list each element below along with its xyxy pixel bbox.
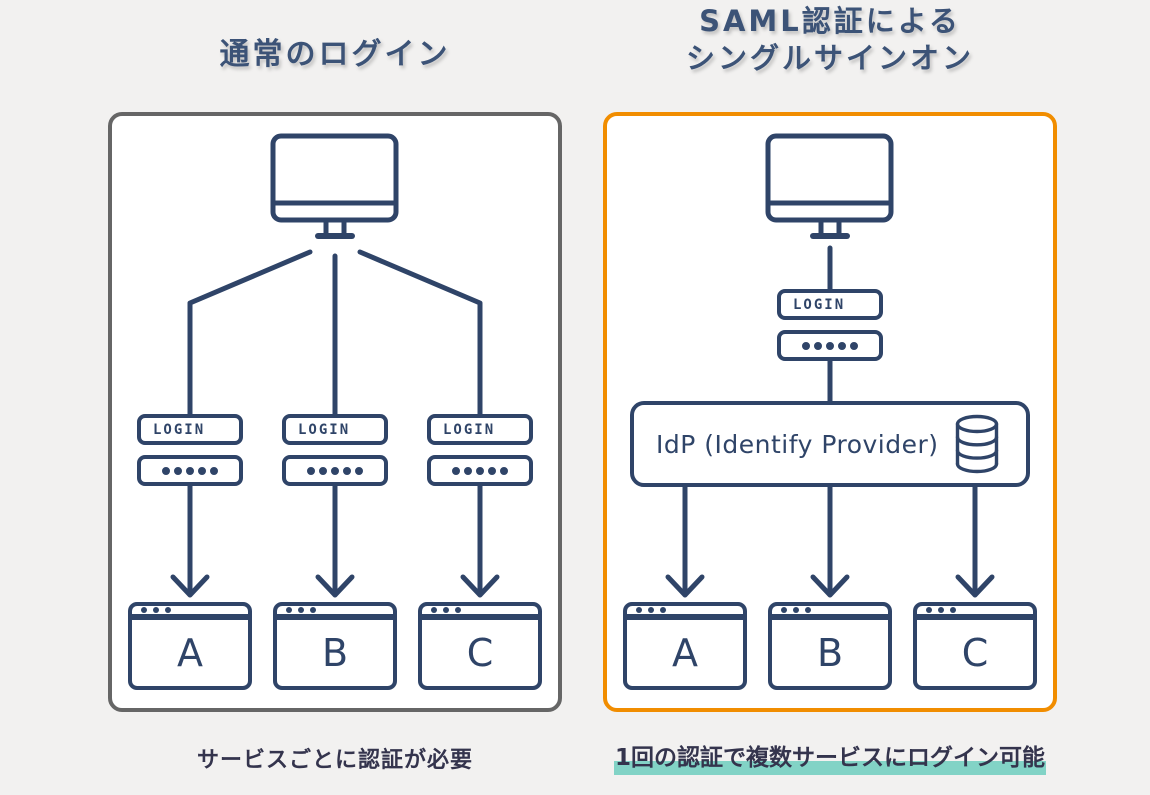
password-dot-icon (464, 466, 472, 475)
right-panel-title: SAML認証による シングルサインオン (603, 3, 1057, 77)
monitor-icon (765, 133, 894, 239)
password-dot-icon (838, 341, 846, 350)
password-dot-icon (500, 466, 508, 475)
arrow-to-service (170, 483, 500, 598)
password-dot-icon (307, 466, 315, 475)
service-letter: B (816, 631, 844, 675)
password-dot-icon (210, 466, 218, 475)
window-dot-icon (793, 607, 799, 613)
fan-connector-lines (187, 249, 483, 417)
password-box (282, 455, 388, 486)
idp-box: IdP (Identify Provider) (630, 401, 1030, 487)
password-dot-icon (802, 341, 810, 350)
right-caption: 1回の認証で複数サービスにログイン可能 (591, 738, 1069, 775)
window-dot-icon (660, 607, 666, 613)
password-dot-icon (186, 466, 194, 475)
right-panel-title-line1: SAML認証による (699, 4, 961, 38)
window-dot-icon (286, 607, 292, 613)
window-title-bar (917, 606, 1033, 620)
idp-label: IdP (Identify Provider) (656, 429, 939, 459)
service-letter: B (321, 631, 349, 675)
password-box (427, 455, 533, 486)
right-caption-highlight: 1回の認証で複数サービスにログイン可能 (613, 745, 1046, 775)
password-dot-icon (319, 466, 327, 475)
window-dot-icon (310, 607, 316, 613)
window-dot-icon (805, 607, 811, 613)
service-window-a: A (128, 602, 252, 690)
right-panel-title-line2: シングルサインオン (685, 41, 974, 75)
password-dot-icon (476, 466, 484, 475)
window-title-bar (422, 606, 538, 620)
password-dot-icon (488, 466, 496, 475)
password-dot-icon (343, 466, 351, 475)
window-dot-icon (298, 607, 304, 613)
window-dot-icon (431, 607, 437, 613)
service-letter: C (961, 631, 989, 675)
password-dot-icon (162, 466, 170, 475)
password-dot-icon (826, 341, 834, 350)
login-label: LOGIN (153, 421, 206, 438)
window-dot-icon (648, 607, 654, 613)
password-dot-icon (198, 466, 206, 475)
monitor-icon (270, 133, 399, 239)
service-window-b: B (273, 602, 397, 690)
window-dot-icon (165, 607, 171, 613)
service-letter: A (672, 631, 698, 675)
password-box (137, 455, 243, 486)
login-box: LOGIN (282, 414, 388, 445)
password-box (777, 330, 883, 361)
login-label: LOGIN (443, 421, 496, 438)
database-icon (955, 414, 999, 474)
window-dot-icon (781, 607, 787, 613)
window-title-bar (772, 606, 888, 620)
login-box: LOGIN (427, 414, 533, 445)
service-letter: A (177, 631, 203, 675)
password-dot-icon (174, 466, 182, 475)
window-dot-icon (153, 607, 159, 613)
service-letter: C (466, 631, 494, 675)
left-caption: サービスごとに認証が必要 (196, 748, 473, 773)
left-panel-title: 通常のログイン (219, 37, 451, 72)
window-title-bar (277, 606, 393, 620)
password-dot-icon (814, 341, 822, 350)
window-dot-icon (636, 607, 642, 613)
service-window-c: C (418, 602, 542, 690)
window-dot-icon (950, 607, 956, 613)
window-dot-icon (455, 607, 461, 613)
window-dot-icon (926, 607, 932, 613)
login-label: LOGIN (298, 421, 351, 438)
window-title-bar (627, 606, 743, 620)
arrow-to-service (665, 484, 995, 598)
login-box: LOGIN (137, 414, 243, 445)
window-dot-icon (443, 607, 449, 613)
password-dot-icon (355, 466, 363, 475)
service-window-a: A (623, 602, 747, 690)
password-dot-icon (331, 466, 339, 475)
window-title-bar (132, 606, 248, 620)
window-dot-icon (141, 607, 147, 613)
password-dot-icon (452, 466, 460, 475)
password-dot-icon (850, 341, 858, 350)
service-window-c: C (913, 602, 1037, 690)
login-box: LOGIN (777, 289, 883, 320)
window-dot-icon (938, 607, 944, 613)
login-label: LOGIN (793, 296, 846, 313)
service-window-b: B (768, 602, 892, 690)
